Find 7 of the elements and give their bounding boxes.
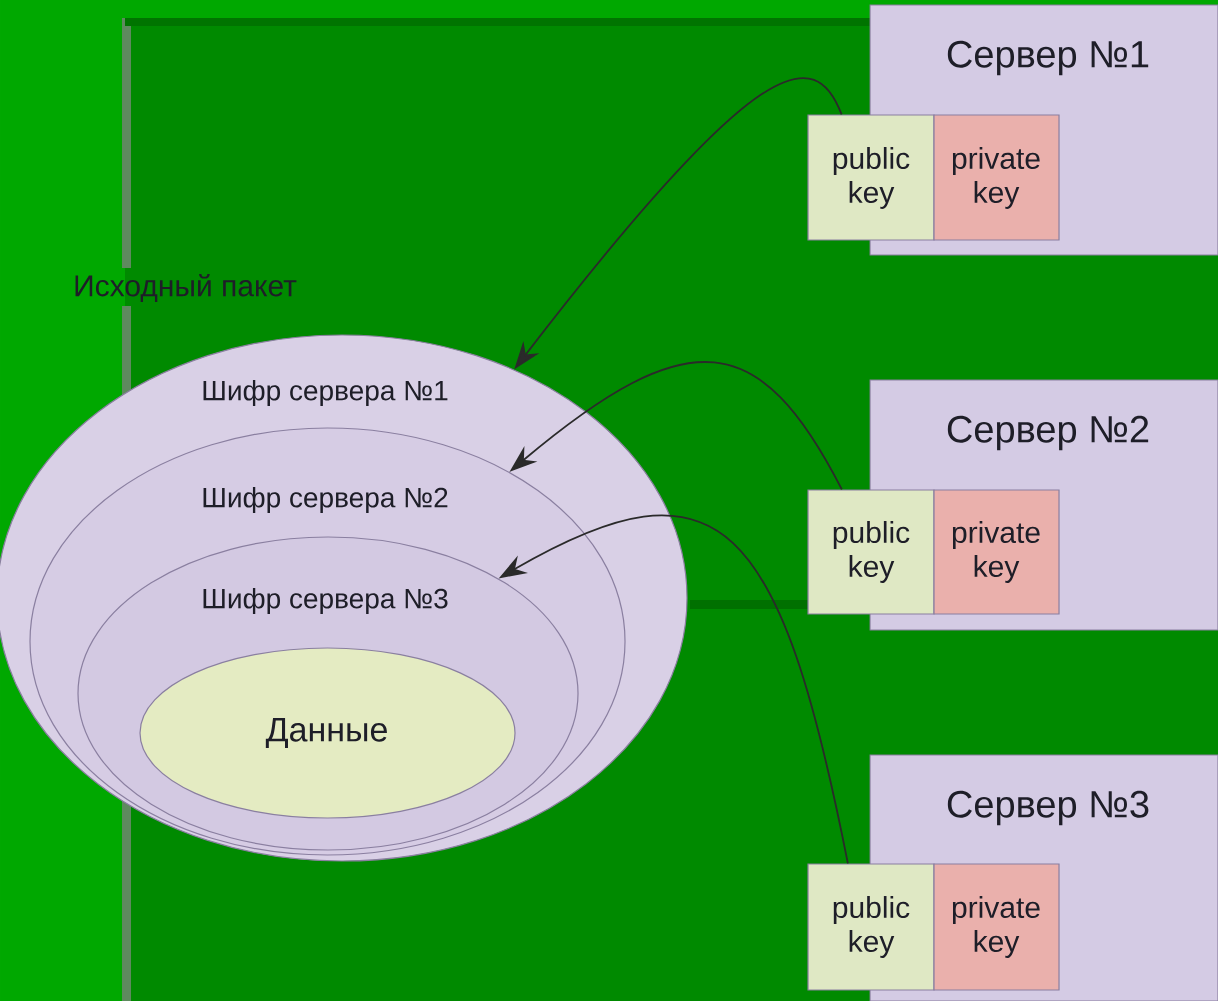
box: private key <box>933 114 1060 241</box>
box: private key <box>933 489 1060 615</box>
box: public key <box>807 114 935 241</box>
heading: Исходный пакет <box>75 273 297 303</box>
box: public key <box>807 863 935 991</box>
box: private key <box>933 863 1060 991</box>
box: public key <box>807 489 935 615</box>
